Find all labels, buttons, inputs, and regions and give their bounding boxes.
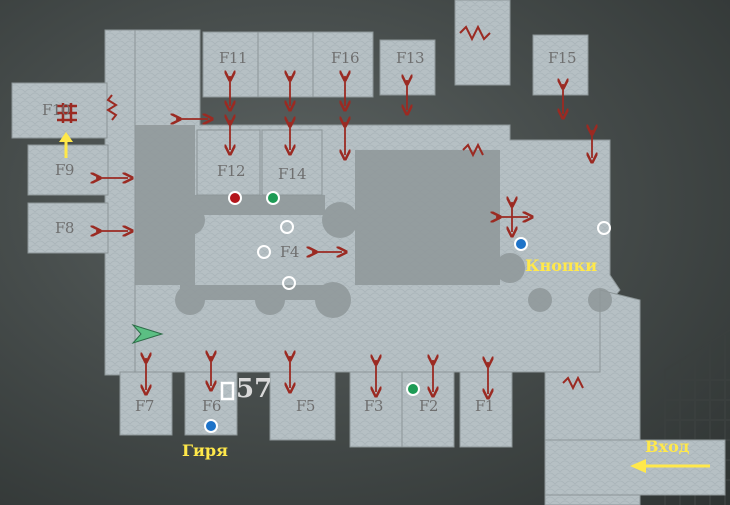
room-label-f1: F1: [475, 397, 494, 415]
weight-label: Гиря: [182, 441, 228, 460]
zigzag-doors: [106, 24, 584, 391]
marker-white[interactable]: [280, 220, 294, 234]
marker-white[interactable]: [282, 276, 296, 290]
interior-walls: [135, 125, 612, 318]
zigzag-door-icon: [562, 375, 584, 391]
marker-blue[interactable]: [514, 237, 528, 251]
entrance-label: Вход: [645, 437, 690, 456]
zigzag-door-icon: [462, 142, 484, 158]
marker-blue[interactable]: [204, 419, 218, 433]
room-label-f15: F15: [548, 49, 577, 67]
room-label-f14: F14: [278, 165, 307, 183]
save-point-icon: [220, 381, 235, 401]
room-label-f5: F5: [296, 397, 315, 415]
room-label-f11: F11: [219, 49, 248, 67]
room-label-f6: F6: [202, 397, 221, 415]
marker-white[interactable]: [257, 245, 271, 259]
room-label-f8: F8: [55, 219, 74, 237]
room-label-f9: F9: [55, 161, 74, 179]
room-label-f12: F12: [217, 162, 246, 180]
room-label-f13: F13: [396, 49, 425, 67]
room-label-f7: F7: [135, 397, 154, 415]
marker-white[interactable]: [597, 221, 611, 235]
zigzag-door-icon: [106, 94, 118, 121]
ladder-icon: [57, 103, 77, 123]
entrance-arrow-icon: [630, 459, 710, 473]
door-arrows: [96, 76, 592, 394]
player-arrow-icon: [131, 323, 164, 345]
room-label-f2: F2: [419, 397, 438, 415]
room-label-f4: F4: [280, 243, 299, 261]
room-label-f10: F10: [42, 101, 71, 119]
room-label-f16: F16: [331, 49, 360, 67]
buttons-label: Кнопки: [525, 256, 598, 275]
marker-red[interactable]: [228, 191, 242, 205]
marker-green[interactable]: [266, 191, 280, 205]
room-label-f3: F3: [364, 397, 383, 415]
marker-green[interactable]: [406, 382, 420, 396]
exit-up-arrow-icon: [59, 132, 73, 158]
zigzag-door-icon: [459, 24, 491, 42]
save-count: 57: [236, 374, 273, 404]
